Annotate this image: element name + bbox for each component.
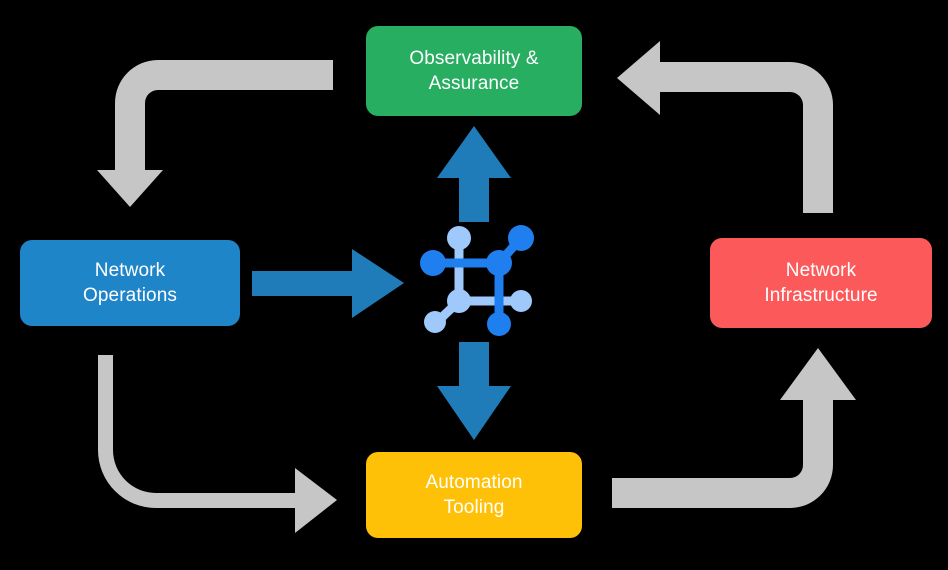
box-infrastructure-label: Network Infrastructure [764,259,878,306]
network-icon-nodes-secondary [424,226,532,333]
box-operations-label: Network Operations [83,259,177,306]
gray-arrow-infrastructure-to-observability [617,41,833,213]
gray-arrow-operations-to-automation [98,355,337,533]
blue-arrow-center-to-automation [437,342,511,440]
box-observability-label: Observability & Assurance [409,47,539,94]
box-automation-label: Automation Tooling [425,471,523,518]
blue-arrow-group [252,126,511,440]
box-observability-assurance[interactable]: Observability & Assurance [366,26,582,116]
blue-arrow-center-to-observability [437,126,511,222]
gray-arrow-group [97,41,856,533]
network-topology-icon [420,225,534,336]
blue-arrow-operations-to-center [252,249,404,318]
gray-arrow-automation-to-infrastructure [612,348,856,508]
network-icon-nodes-primary [420,225,534,336]
box-network-infrastructure[interactable]: Network Infrastructure [710,238,932,328]
box-network-operations[interactable]: Network Operations [20,240,240,326]
gray-arrow-observability-to-operations [97,60,333,207]
box-automation-tooling[interactable]: Automation Tooling [366,452,582,538]
